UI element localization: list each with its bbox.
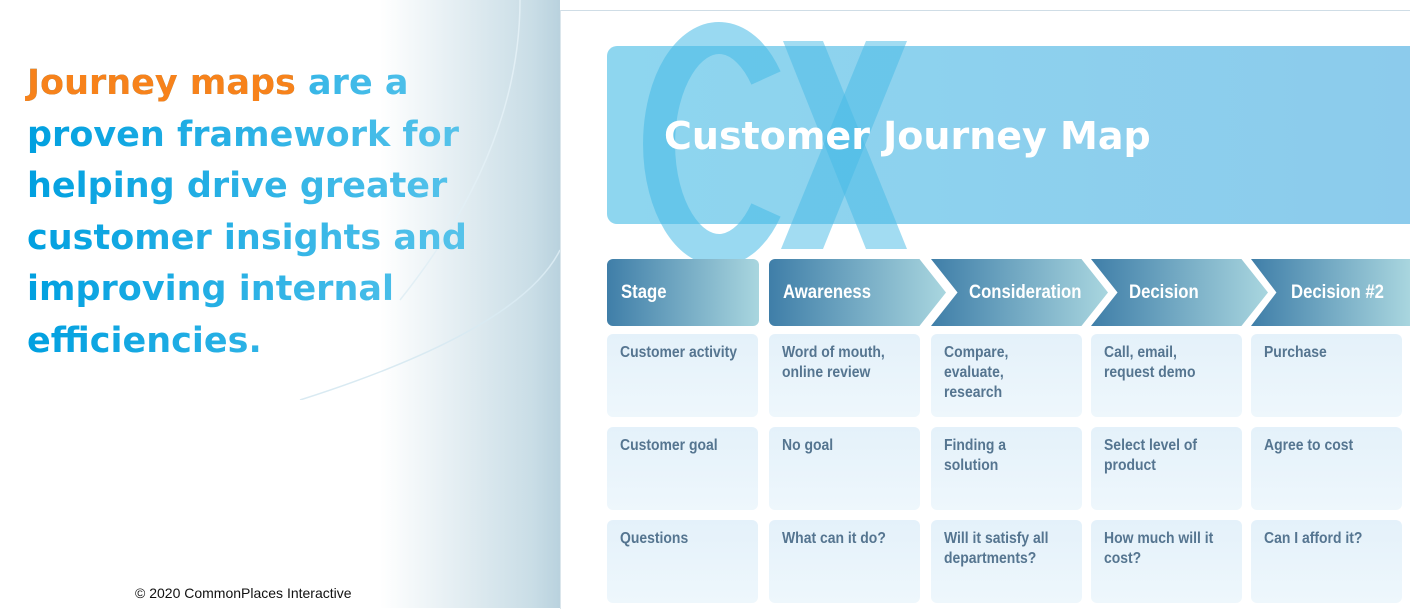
stage-header: Decision bbox=[1091, 259, 1268, 326]
stage-label: Awareness bbox=[783, 281, 871, 303]
headline-highlight: Journey maps bbox=[27, 63, 296, 103]
map-banner bbox=[607, 46, 1410, 224]
cx-logo-c bbox=[643, 22, 781, 261]
cell-text: Will it satisfy all departments? bbox=[944, 530, 1049, 567]
row-label-cell: Customer goal bbox=[607, 427, 758, 510]
cell-text: Can I afford it? bbox=[1264, 530, 1363, 547]
cell-text: Compare, evaluate, research bbox=[944, 344, 1009, 401]
cx-logo bbox=[643, 22, 907, 261]
map-cell: Will it satisfy all departments? bbox=[931, 520, 1082, 603]
map-cell: Word of mouth, online review bbox=[769, 334, 920, 417]
stage-header: Consideration bbox=[931, 259, 1108, 326]
cell-text: How much will it cost? bbox=[1104, 530, 1214, 567]
cell-text: Agree to cost bbox=[1264, 437, 1354, 454]
map-cell: Can I afford it? bbox=[1251, 520, 1402, 603]
map-cell: No goal bbox=[769, 427, 920, 510]
cell-text: Word of mouth, online review bbox=[782, 344, 885, 381]
cell-text: Purchase bbox=[1264, 344, 1327, 361]
headline-text: are a proven framework for helping drive… bbox=[27, 63, 467, 361]
cell-text: What can it do? bbox=[782, 530, 886, 547]
stage-label: Stage bbox=[621, 281, 667, 303]
map-cell: Select level of product bbox=[1091, 427, 1242, 510]
stage-label: Decision #2 bbox=[1291, 281, 1384, 303]
background-fade bbox=[380, 0, 560, 608]
row-label-cell: Questions bbox=[607, 520, 758, 603]
journey-map-image: Customer Journey Map Stage Awareness Consi… bbox=[560, 10, 1410, 609]
cx-logo-x-stroke bbox=[781, 41, 907, 249]
map-cell: Finding a solution bbox=[931, 427, 1082, 510]
headline: Journey maps are a proven framework for … bbox=[27, 58, 527, 367]
cell-text: Call, email, request demo bbox=[1104, 344, 1196, 381]
cell-text: Finding a solution bbox=[944, 437, 1007, 474]
stage-header: Awareness bbox=[769, 259, 946, 326]
cell-text: No goal bbox=[782, 437, 834, 454]
stage-header: Stage bbox=[607, 259, 759, 326]
map-cell: How much will it cost? bbox=[1091, 520, 1242, 603]
decorative-arc bbox=[299, 0, 560, 400]
copyright: © 2020 CommonPlaces Interactive bbox=[135, 585, 352, 601]
cell-text: Questions bbox=[620, 530, 689, 547]
cell-text: Customer activity bbox=[620, 344, 738, 361]
map-cell: What can it do? bbox=[769, 520, 920, 603]
map-cell: Purchase bbox=[1251, 334, 1402, 417]
map-cell: Agree to cost bbox=[1251, 427, 1402, 510]
map-cell: Compare, evaluate, research bbox=[931, 334, 1082, 417]
cell-text: Customer goal bbox=[620, 437, 718, 454]
row-label-cell: Customer activity bbox=[607, 334, 758, 417]
stage-header: Decision #2 bbox=[1251, 259, 1410, 326]
cell-text: Select level of product bbox=[1104, 437, 1198, 474]
stage-label: Decision bbox=[1129, 281, 1199, 303]
map-cell: Call, email, request demo bbox=[1091, 334, 1242, 417]
stage-label: Consideration bbox=[969, 281, 1082, 303]
map-title: Customer Journey Map bbox=[664, 114, 1151, 158]
